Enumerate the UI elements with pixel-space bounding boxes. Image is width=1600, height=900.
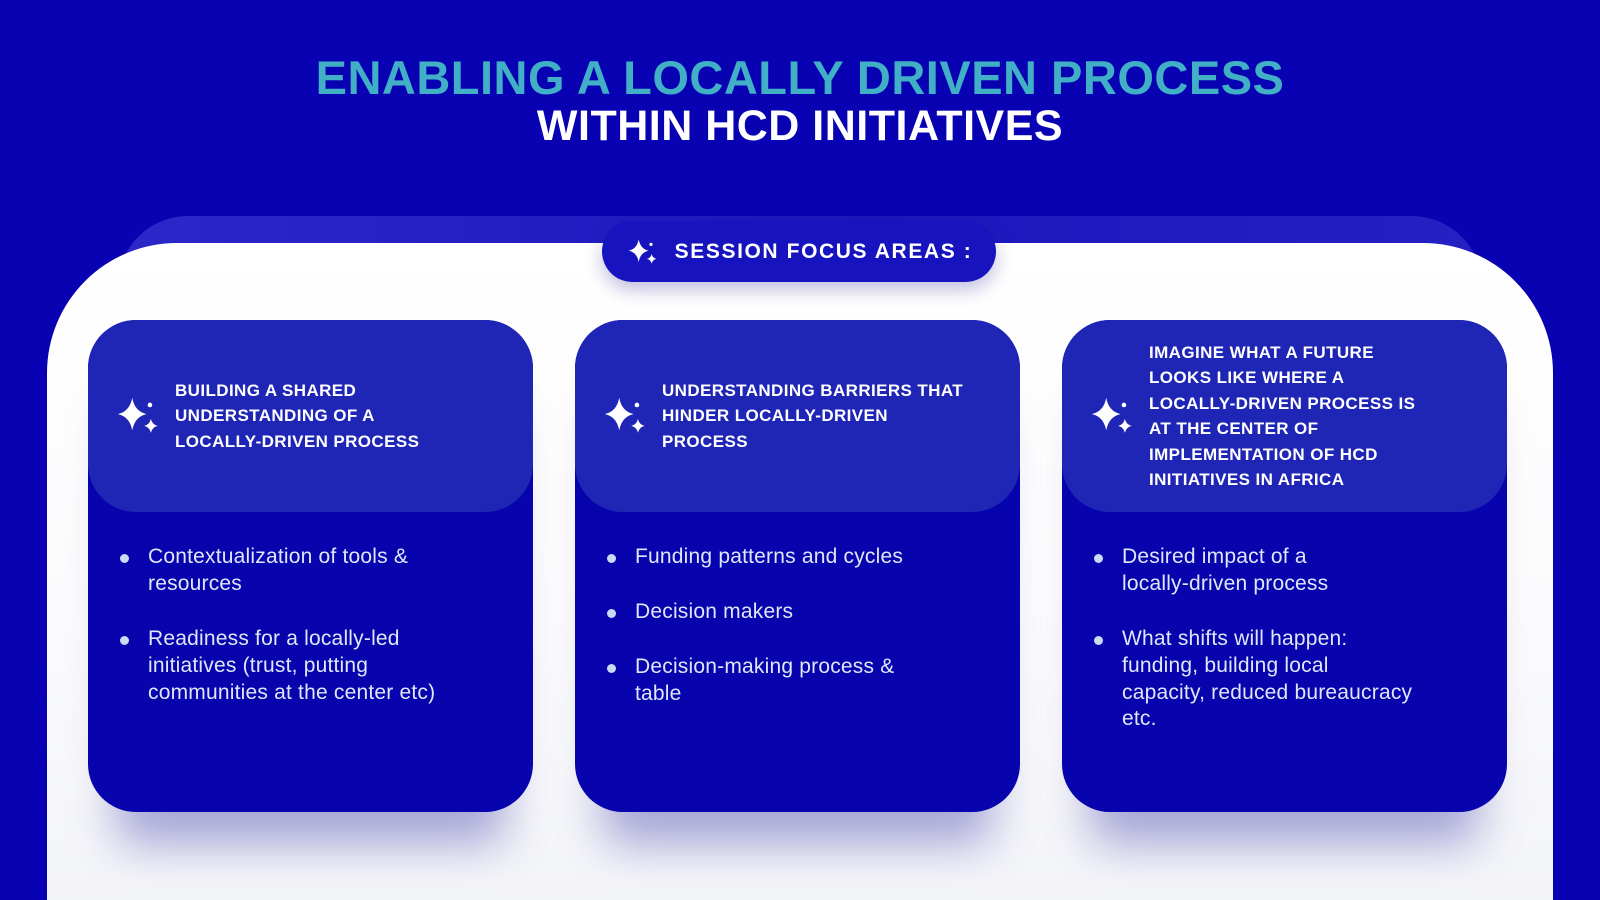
title-line-2: WITHIN HCD INITIATIVES <box>536 102 1064 150</box>
bullet-list: Desired impact of a locally-driven proce… <box>1094 544 1485 761</box>
title-line-1: ENABLING A LOCALLY DRIVEN PROCESS <box>315 51 1285 104</box>
list-item: Desired impact of a locally-driven proce… <box>1094 544 1485 598</box>
main-title: ENABLING A LOCALLY DRIVEN PROCESS WITHIN… <box>0 54 1600 148</box>
bullet-dot <box>120 554 129 563</box>
sparkle-icon <box>628 238 656 264</box>
bullet-text: Decision makers <box>635 599 794 623</box>
bullet-dot <box>607 608 616 618</box>
list-item: What shifts will happen: funding, buildi… <box>1094 626 1485 734</box>
focus-card-2: UNDERSTANDING BARRIERS THAT HINDER LOCAL… <box>575 320 1020 812</box>
list-item: Funding patterns and cycles <box>607 544 998 571</box>
bullet-list: Funding patterns and cycles Decision mak… <box>607 544 998 736</box>
list-item: Decision-making process & table <box>607 654 998 708</box>
card-title: IMAGINE WHAT A FUTURE LOOKS LIKE WHERE A… <box>1149 342 1416 490</box>
card-title: BUILDING A SHARED UNDERSTANDING OF A LOC… <box>175 380 420 451</box>
bullet-text: Contextualization of tools & resources <box>148 545 409 595</box>
bullet-dot <box>607 663 616 673</box>
card-title: UNDERSTANDING BARRIERS THAT HINDER LOCAL… <box>662 380 964 451</box>
sparkle-icon <box>1091 397 1132 433</box>
bullet-dot <box>1094 635 1103 645</box>
bullet-text: Funding patterns and cycles <box>635 545 904 568</box>
card-header: IMAGINE WHAT A FUTURE LOOKS LIKE WHERE A… <box>1062 320 1507 512</box>
list-item: Decision makers <box>607 599 998 626</box>
bullet-text: Decision-making process & table <box>635 654 895 705</box>
session-badge: SESSION FOCUS AREAS : <box>602 221 996 282</box>
card-header: BUILDING A SHARED UNDERSTANDING OF A LOC… <box>88 320 533 512</box>
sparkle-icon <box>117 397 158 433</box>
list-item: Readiness for a locally-led initiatives … <box>120 626 511 707</box>
badge-label: SESSION FOCUS AREAS : <box>674 239 973 263</box>
bullet-text: Desired impact of a locally-driven proce… <box>1122 545 1329 595</box>
list-item: Contextualization of tools & resources <box>120 544 511 598</box>
bullet-text: What shifts will happen: funding, buildi… <box>1122 626 1413 731</box>
bullet-text: Readiness for a locally-led initiatives … <box>148 626 436 704</box>
focus-card-3: IMAGINE WHAT A FUTURE LOOKS LIKE WHERE A… <box>1062 320 1507 812</box>
bullet-dot <box>120 635 129 645</box>
bullet-list: Contextualization of tools & resources R… <box>120 544 511 734</box>
sparkle-icon <box>604 397 645 433</box>
card-header: UNDERSTANDING BARRIERS THAT HINDER LOCAL… <box>575 320 1020 512</box>
bullet-dot <box>1094 554 1103 563</box>
bullet-dot <box>607 554 616 563</box>
focus-card-1: BUILDING A SHARED UNDERSTANDING OF A LOC… <box>88 320 533 812</box>
